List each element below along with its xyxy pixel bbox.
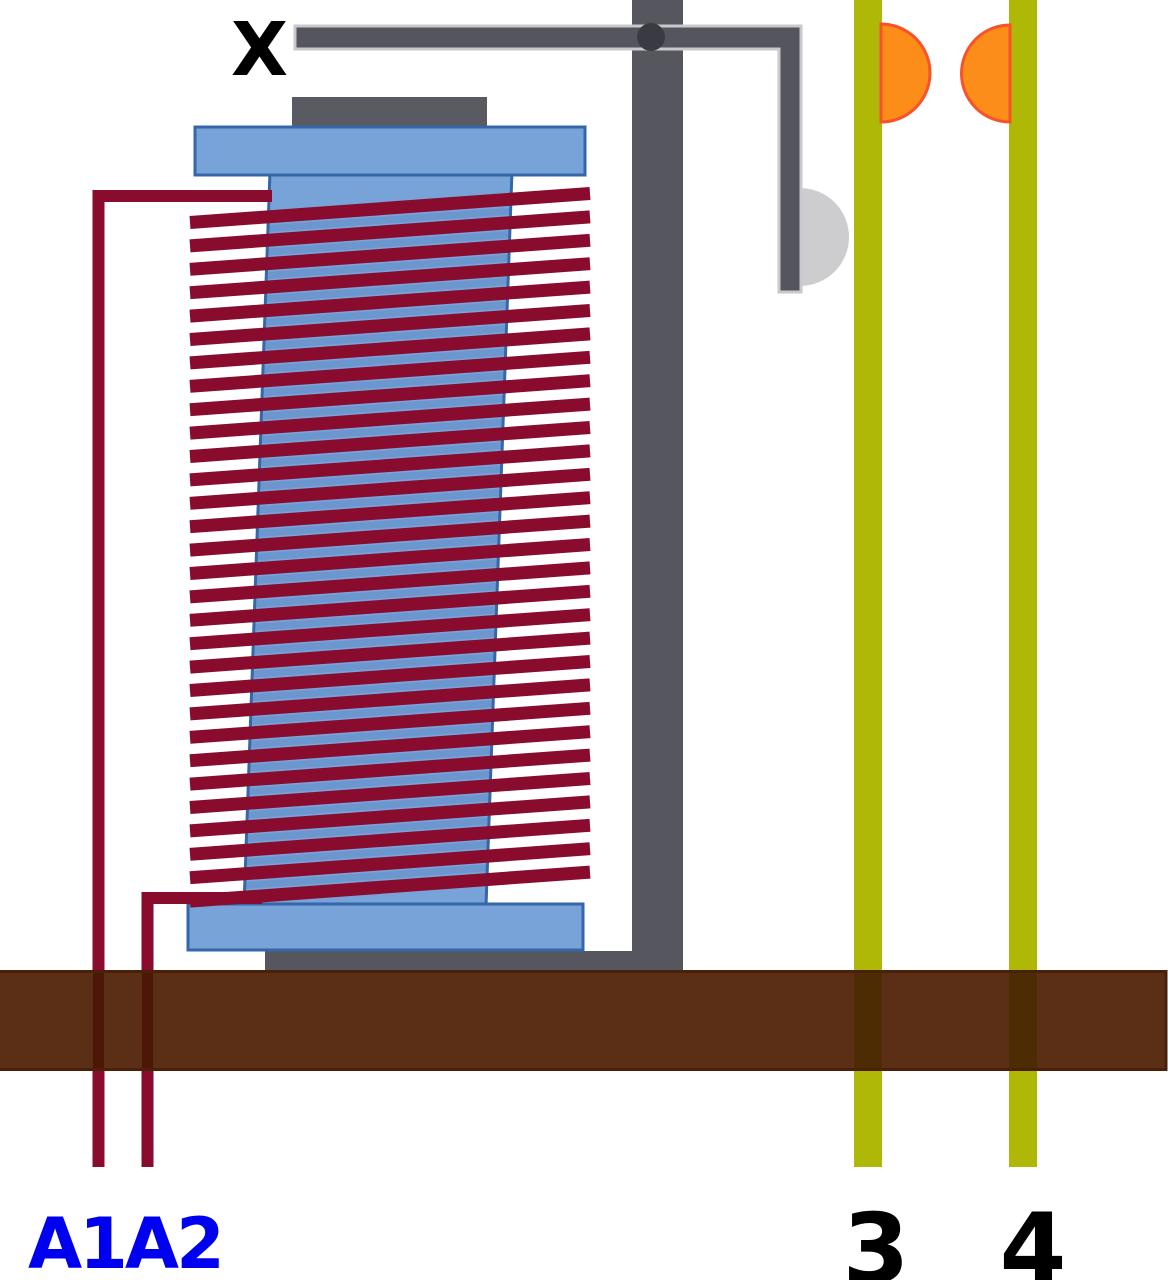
contact-pad-4 <box>960 23 1012 124</box>
contact-3-label: 3 <box>842 1193 910 1280</box>
coil-winding <box>189 608 591 651</box>
coil-winding <box>189 772 591 814</box>
wire-a1-through-base <box>93 973 104 1068</box>
coil-winding <box>189 210 591 253</box>
coil-winding <box>189 304 591 346</box>
strip-4-through-base <box>1009 973 1037 1068</box>
coil-winding <box>189 842 591 885</box>
strip-3-through-base <box>854 973 882 1068</box>
coil-winding <box>189 444 591 487</box>
coil-winding <box>189 725 591 768</box>
coil-winding <box>189 467 591 510</box>
coil-lead-a1 <box>92 190 272 1167</box>
coil-winding <box>189 327 591 370</box>
coil-back-winding <box>244 832 512 871</box>
terminal-a1-label: A1 <box>28 1203 128 1280</box>
contact-4-label: 4 <box>999 1193 1067 1280</box>
coil-winding <box>189 187 591 229</box>
coil-winding <box>189 350 591 393</box>
coil-terminal-labels: A1 A2 <box>28 1203 225 1280</box>
pivot-label: X <box>231 7 288 93</box>
bobbin-top-flange <box>193 125 587 177</box>
hinge-semicircle <box>800 188 849 286</box>
coil-winding <box>189 748 591 791</box>
coil-winding <box>189 678 591 721</box>
coil-winding <box>189 233 591 276</box>
coil-winding <box>189 561 591 604</box>
coil-back-winding <box>244 809 512 847</box>
contact-pad-3 <box>879 22 932 124</box>
coil-back-winding <box>244 856 512 894</box>
terminal-a2-label: A2 <box>124 1203 225 1280</box>
base-board <box>0 970 1168 1071</box>
coil-winding <box>189 257 591 300</box>
coil-winding <box>189 538 591 580</box>
coil-lead-a2 <box>141 892 262 1167</box>
coil-winding <box>189 397 591 440</box>
core-cap <box>292 97 487 128</box>
coil-back-winding <box>244 762 512 800</box>
bobbin-bottom-flange <box>186 902 585 952</box>
coil-winding <box>189 701 591 744</box>
wire-a2-through-base <box>142 973 153 1068</box>
coil-winding <box>189 655 591 697</box>
coil-winding <box>189 280 591 323</box>
coil-winding <box>189 421 591 463</box>
coil-winding <box>189 631 591 674</box>
coil-winding <box>189 795 591 838</box>
coil-winding <box>189 818 591 861</box>
core-post <box>632 0 683 971</box>
coil-windings <box>189 187 591 908</box>
pivot-dot <box>637 23 665 51</box>
coil-winding <box>189 374 591 417</box>
coil-back-winding <box>244 786 512 824</box>
coil-winding <box>189 514 591 557</box>
core-foot <box>265 951 683 972</box>
armature <box>293 24 803 294</box>
coil-winding <box>189 584 591 627</box>
coil-winding <box>189 491 591 534</box>
